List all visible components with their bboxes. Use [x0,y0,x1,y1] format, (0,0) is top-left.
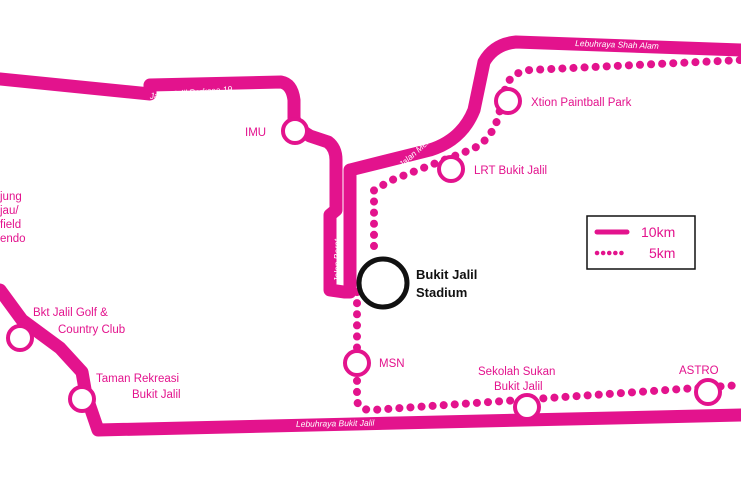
waypoint-taman [68,385,96,413]
label-imu: IMU [245,127,266,139]
label-cut-line3: field [0,219,21,231]
label-golf-line2: Country Club [58,324,125,336]
label-lrt: LRT Bukit Jalil [474,165,547,177]
waypoint-astro [694,378,722,406]
label-msn: MSN [379,358,405,370]
waypoint-imu [281,117,309,145]
legend-10km-label: 10km [641,224,675,240]
route-5km-dotted-line [353,56,741,415]
road-label-bukitjalil: Lebuhraya Bukit Jalil [296,418,376,429]
waypoint-golf [6,324,34,352]
label-cut-line1: jung [0,191,22,203]
label-cut-line4: endo [0,233,26,245]
waypoint-msn [343,349,371,377]
waypoint-xtion [494,87,522,115]
legend-5km-label: 5km [649,245,675,261]
legend-box [586,215,696,270]
label-xtion: Xtion Paintball Park [531,97,632,109]
road-label-perkasa7: Perkasa 7 [6,87,45,101]
label-sekolah-line1: Sekolah Sukan [478,366,555,378]
label-golf-line1: Bkt Jalil Golf & [33,307,108,319]
label-astro: ASTRO [679,365,719,377]
stadium-label-line2: Stadium [416,285,467,300]
label-cut-line2: jau/ [0,205,19,217]
road-label-shahalam: Lebuhraya Shah Alam [575,38,659,51]
waypoint-lrt [437,155,465,183]
legend: 10km 5km [586,215,696,270]
stadium-marker [356,256,410,310]
label-taman-line2: Bukit Jalil [132,389,181,401]
label-taman-line1: Taman Rekreasi [96,373,179,385]
stadium-label-line1: Bukit Jalil [416,267,477,282]
waypoint-sekolah [513,393,541,421]
road-label-barat: Jalan Barat [332,238,342,283]
label-sekolah-line2: Bukit Jalil [494,381,543,393]
